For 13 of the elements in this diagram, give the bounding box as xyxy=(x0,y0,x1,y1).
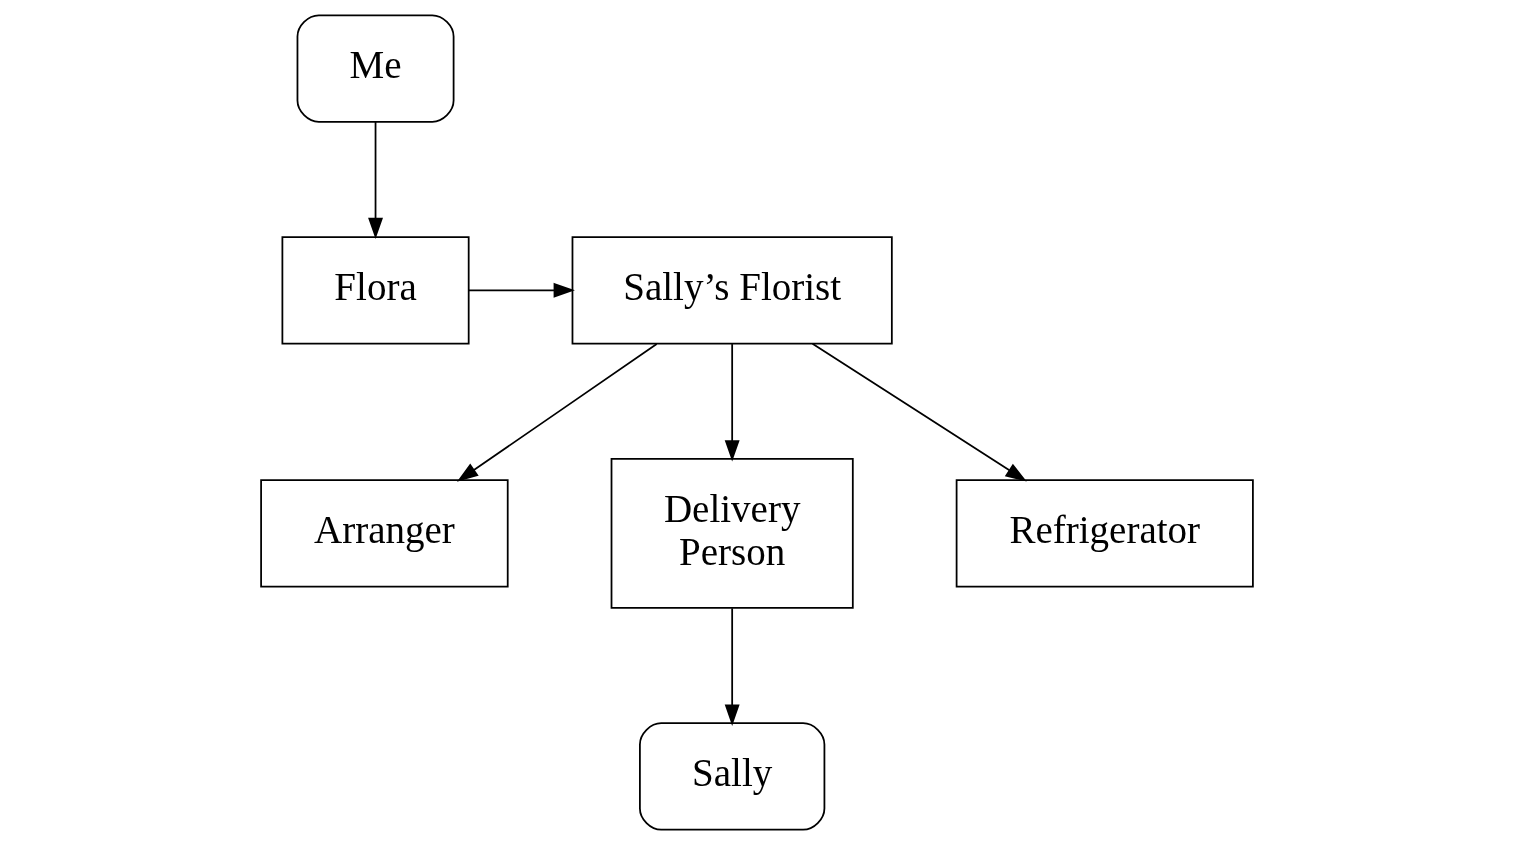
node-box: Refrigerator xyxy=(955,479,1254,588)
node-box: Arranger xyxy=(260,479,509,588)
node-box: Delivery Person xyxy=(610,458,854,609)
arrow xyxy=(456,343,658,482)
node-box: Flora xyxy=(281,236,470,345)
node-box: Sally’s Florist xyxy=(571,236,893,345)
node-box: Me xyxy=(296,14,455,123)
arrow xyxy=(724,607,740,726)
arrow xyxy=(368,121,383,240)
arrow xyxy=(724,343,740,462)
arrow xyxy=(468,282,575,298)
arrow xyxy=(811,342,1027,482)
node-box: Sally xyxy=(639,722,826,831)
